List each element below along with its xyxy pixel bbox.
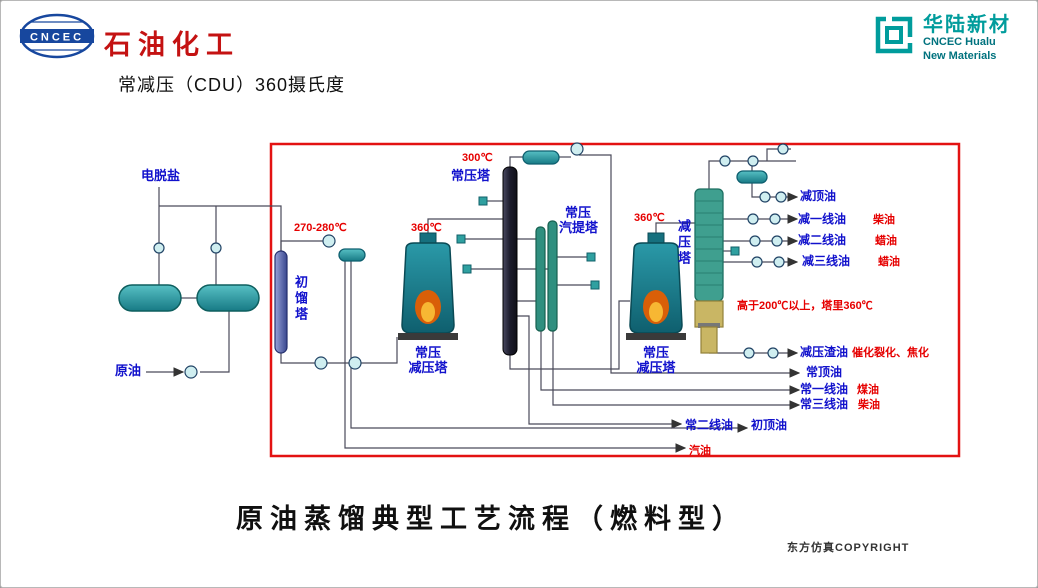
copyright-text: 东方仿真COPYRIGHT [787,542,910,554]
label-furnace2-line1: 常压 [642,345,669,360]
label-crude-oil: 原油 [115,363,142,378]
product-type-cui-hua: 催化裂化、焦化 [852,347,929,359]
atmospheric-tower-vessel [502,166,518,356]
product-jian-san-xian-you: 减三线油 [802,254,851,268]
reflux-drums [338,150,768,262]
hualu-name: 华陆新材 [923,14,1011,36]
instruments [456,196,740,290]
product-jian-yi-xian-you: 减一线油 [798,212,847,226]
product-chu-ding-you: 初顶油 [751,418,788,432]
hualu-sub2: New Materials [923,49,997,62]
diagram-caption: 原油蒸馏典型工艺流程（燃料型） [236,504,746,535]
product-jian-er-xian-you: 减二线油 [798,233,847,247]
temp-360-right: 360℃ [634,212,665,224]
hualu-logo-icon [875,16,913,54]
label-stripper-line2: 汽提塔 [559,220,599,235]
label-desalter: 电脱盐 [141,168,181,183]
hualu-sub1: CNCEC Hualu [923,36,996,48]
desalter-vessels [118,284,260,312]
red-highlight-frame [269,142,961,458]
label-furnace1-line1: 常压 [414,345,441,360]
pumps-exchangers [153,142,789,379]
product-jian-ya-zha-you: 减压渣油 [800,345,849,359]
pipes [158,148,796,373]
product-type-la-you-2: 蜡油 [878,256,900,268]
vacuum-tower-vessel [694,188,724,354]
page-title: 常减压（CDU）360摄氏度 [118,75,346,95]
product-chang-er-xian-you: 常二线油 [685,418,734,432]
label-initial-tower: 初馏塔 [292,275,308,323]
label-furnace2-line2: 减压塔 [636,360,676,375]
initial-tower-vessel [274,250,288,354]
cncec-logo: CNCEC [17,11,97,66]
product-jian-ding-you: 减顶油 [800,189,837,203]
cncec-logo-icon: CNCEC [19,13,95,59]
furnace-1 [398,232,458,340]
temp-270-280: 270-280℃ [294,222,347,234]
label-stripper-line1: 常压 [565,205,592,220]
hualu-logo-text: 华陆新材 CNCEC Hualu New Materials [923,14,1011,64]
temp-360-left: 360℃ [411,222,442,234]
product-chang-yi-xian-you: 常一线油 [800,382,849,396]
brand-left-title: 石油化工 [104,30,240,61]
label-furnace1-line2: 减压塔 [408,360,448,375]
hualu-logo: 华陆新材 CNCEC Hualu New Materials [873,14,1011,64]
product-chang-ding-you: 常顶油 [806,365,843,379]
cncec-logo-text: CNCEC [30,32,84,44]
stripper-vessels [535,220,558,332]
product-type-chai-you-1: 柴油 [873,214,895,226]
label-vacuum-tower: 减压塔 [675,219,691,267]
furnace-2 [626,232,686,340]
label-atm-tower: 常压塔 [451,168,491,183]
product-type-chai-you-2: 柴油 [858,399,880,411]
temp-300: 300℃ [462,152,493,164]
product-qi-you: 汽油 [689,445,711,457]
product-chang-san-xian-you: 常三线油 [800,397,849,411]
product-lines [146,154,801,453]
note-above-200c: 高于200℃以上，塔里360℃ [737,300,873,312]
product-type-la-you-1: 蜡油 [875,235,897,247]
product-type-mei-you: 煤油 [857,384,879,396]
